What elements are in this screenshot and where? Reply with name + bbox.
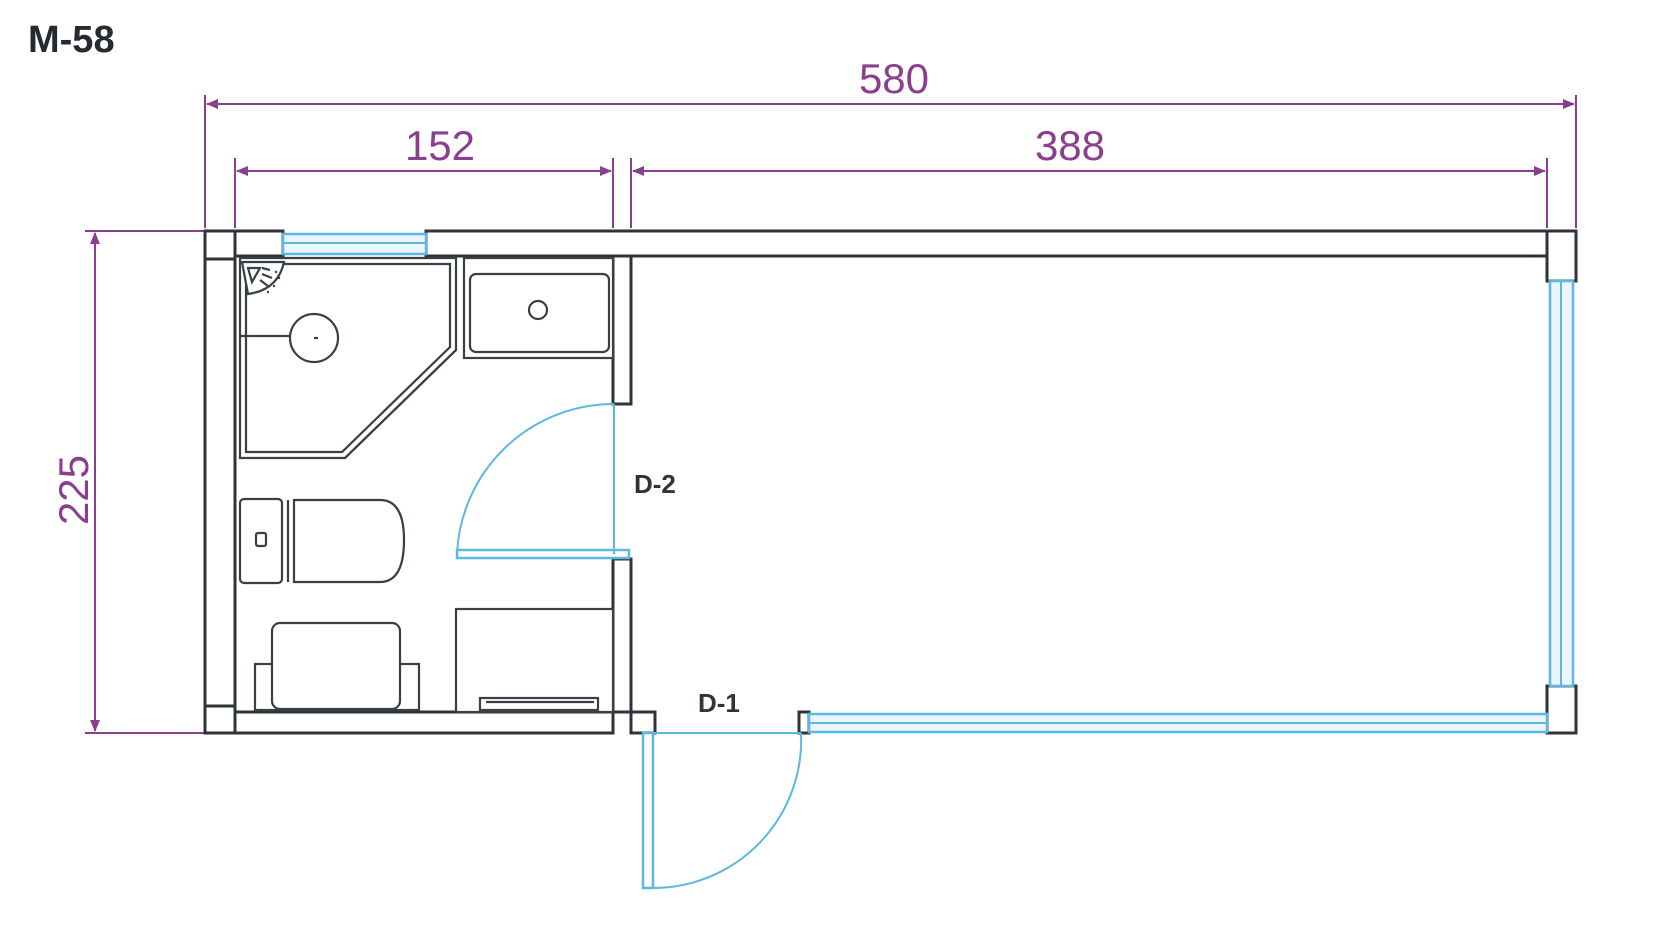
door-d2[interactable]	[455, 402, 631, 560]
windows	[281, 232, 1575, 734]
door-d1[interactable]	[641, 731, 803, 890]
door-d2-leaf	[455, 548, 631, 560]
shower-tray	[238, 256, 458, 460]
plan-code: M-58	[28, 19, 115, 61]
dimension-lines	[85, 95, 1577, 734]
door-d1-label: D-1	[698, 688, 740, 718]
dimension-room-width: 388	[1035, 122, 1105, 169]
washing-machine	[253, 621, 421, 712]
dimension-overall-width: 580	[859, 55, 929, 102]
shower-head-icon	[240, 260, 286, 296]
sink-icon	[462, 256, 615, 360]
bathroom-fixtures	[238, 256, 615, 714]
door-d2-label: D-2	[634, 469, 676, 499]
door-d1-leaf	[641, 731, 655, 890]
door-d2-swing	[456, 402, 615, 555]
dimension-overall-depth: 225	[50, 455, 97, 525]
bathroom-cabinet	[454, 607, 615, 714]
dimension-bathroom-width: 152	[405, 122, 475, 169]
toilet-icon	[238, 497, 406, 585]
door-d1-swing	[652, 732, 803, 890]
walls	[203, 229, 1578, 735]
